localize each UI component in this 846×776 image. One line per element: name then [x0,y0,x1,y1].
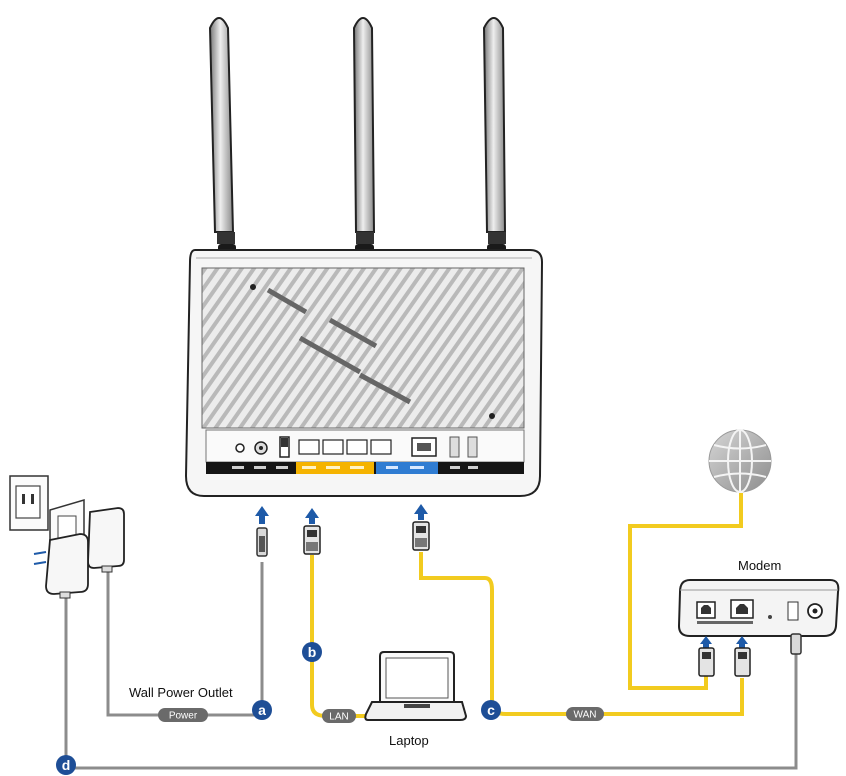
cable-label-lan: LAN [322,709,356,723]
power-adapter-icon [87,507,125,573]
arrow-up-icon [414,504,428,520]
laptop-label: Laptop [389,733,429,748]
laptop-icon [364,651,468,721]
modem [677,579,840,637]
router [184,17,544,497]
cable-label-wan: WAN [566,707,604,721]
modem-label: Modem [738,558,781,573]
lan-cable-b [310,555,380,718]
step-badge-a: a [252,700,272,720]
router-connectors [255,504,430,557]
step-badge-b-text: b [308,644,317,660]
wall-outlet-label: Wall Power Outlet [129,685,233,700]
wan-port-band [376,462,438,474]
power-adapter-icon [33,533,89,599]
step-badge-c: c [481,700,501,720]
step-badge-a-text: a [258,702,266,718]
wan-cable-c [419,552,744,716]
arrow-up-icon [700,636,712,648]
step-badge-d: d [56,755,76,775]
cable-label-power: Power [158,708,208,722]
cable-label-power-text: Power [169,711,198,722]
modem-switch [787,601,799,621]
usb-port-1 [449,436,460,458]
power-cable-d [64,590,798,770]
arrow-up-icon [305,508,319,524]
arrow-up-icon [736,636,748,648]
router-vent-panel [201,267,525,429]
step-badge-c-text: c [487,702,495,718]
arrow-up-icon [255,506,269,524]
step-badge-b: b [302,642,322,662]
reset-button [235,443,245,453]
antenna-right [482,17,507,264]
modem-connectors [698,633,802,677]
lan-ports [298,439,392,455]
cable-layer [64,493,798,770]
step-badge-d-text: d [62,757,71,773]
router-logo-stripes [266,287,412,405]
antenna-left [208,17,236,264]
usb-port-2 [467,436,478,458]
globe-icon [708,429,772,493]
cable-label-lan-text: LAN [329,712,348,723]
antenna-center [352,17,376,264]
power-plug-icon [790,633,802,655]
cable-label-wan-text: WAN [574,710,597,721]
internet-cable [628,493,743,690]
